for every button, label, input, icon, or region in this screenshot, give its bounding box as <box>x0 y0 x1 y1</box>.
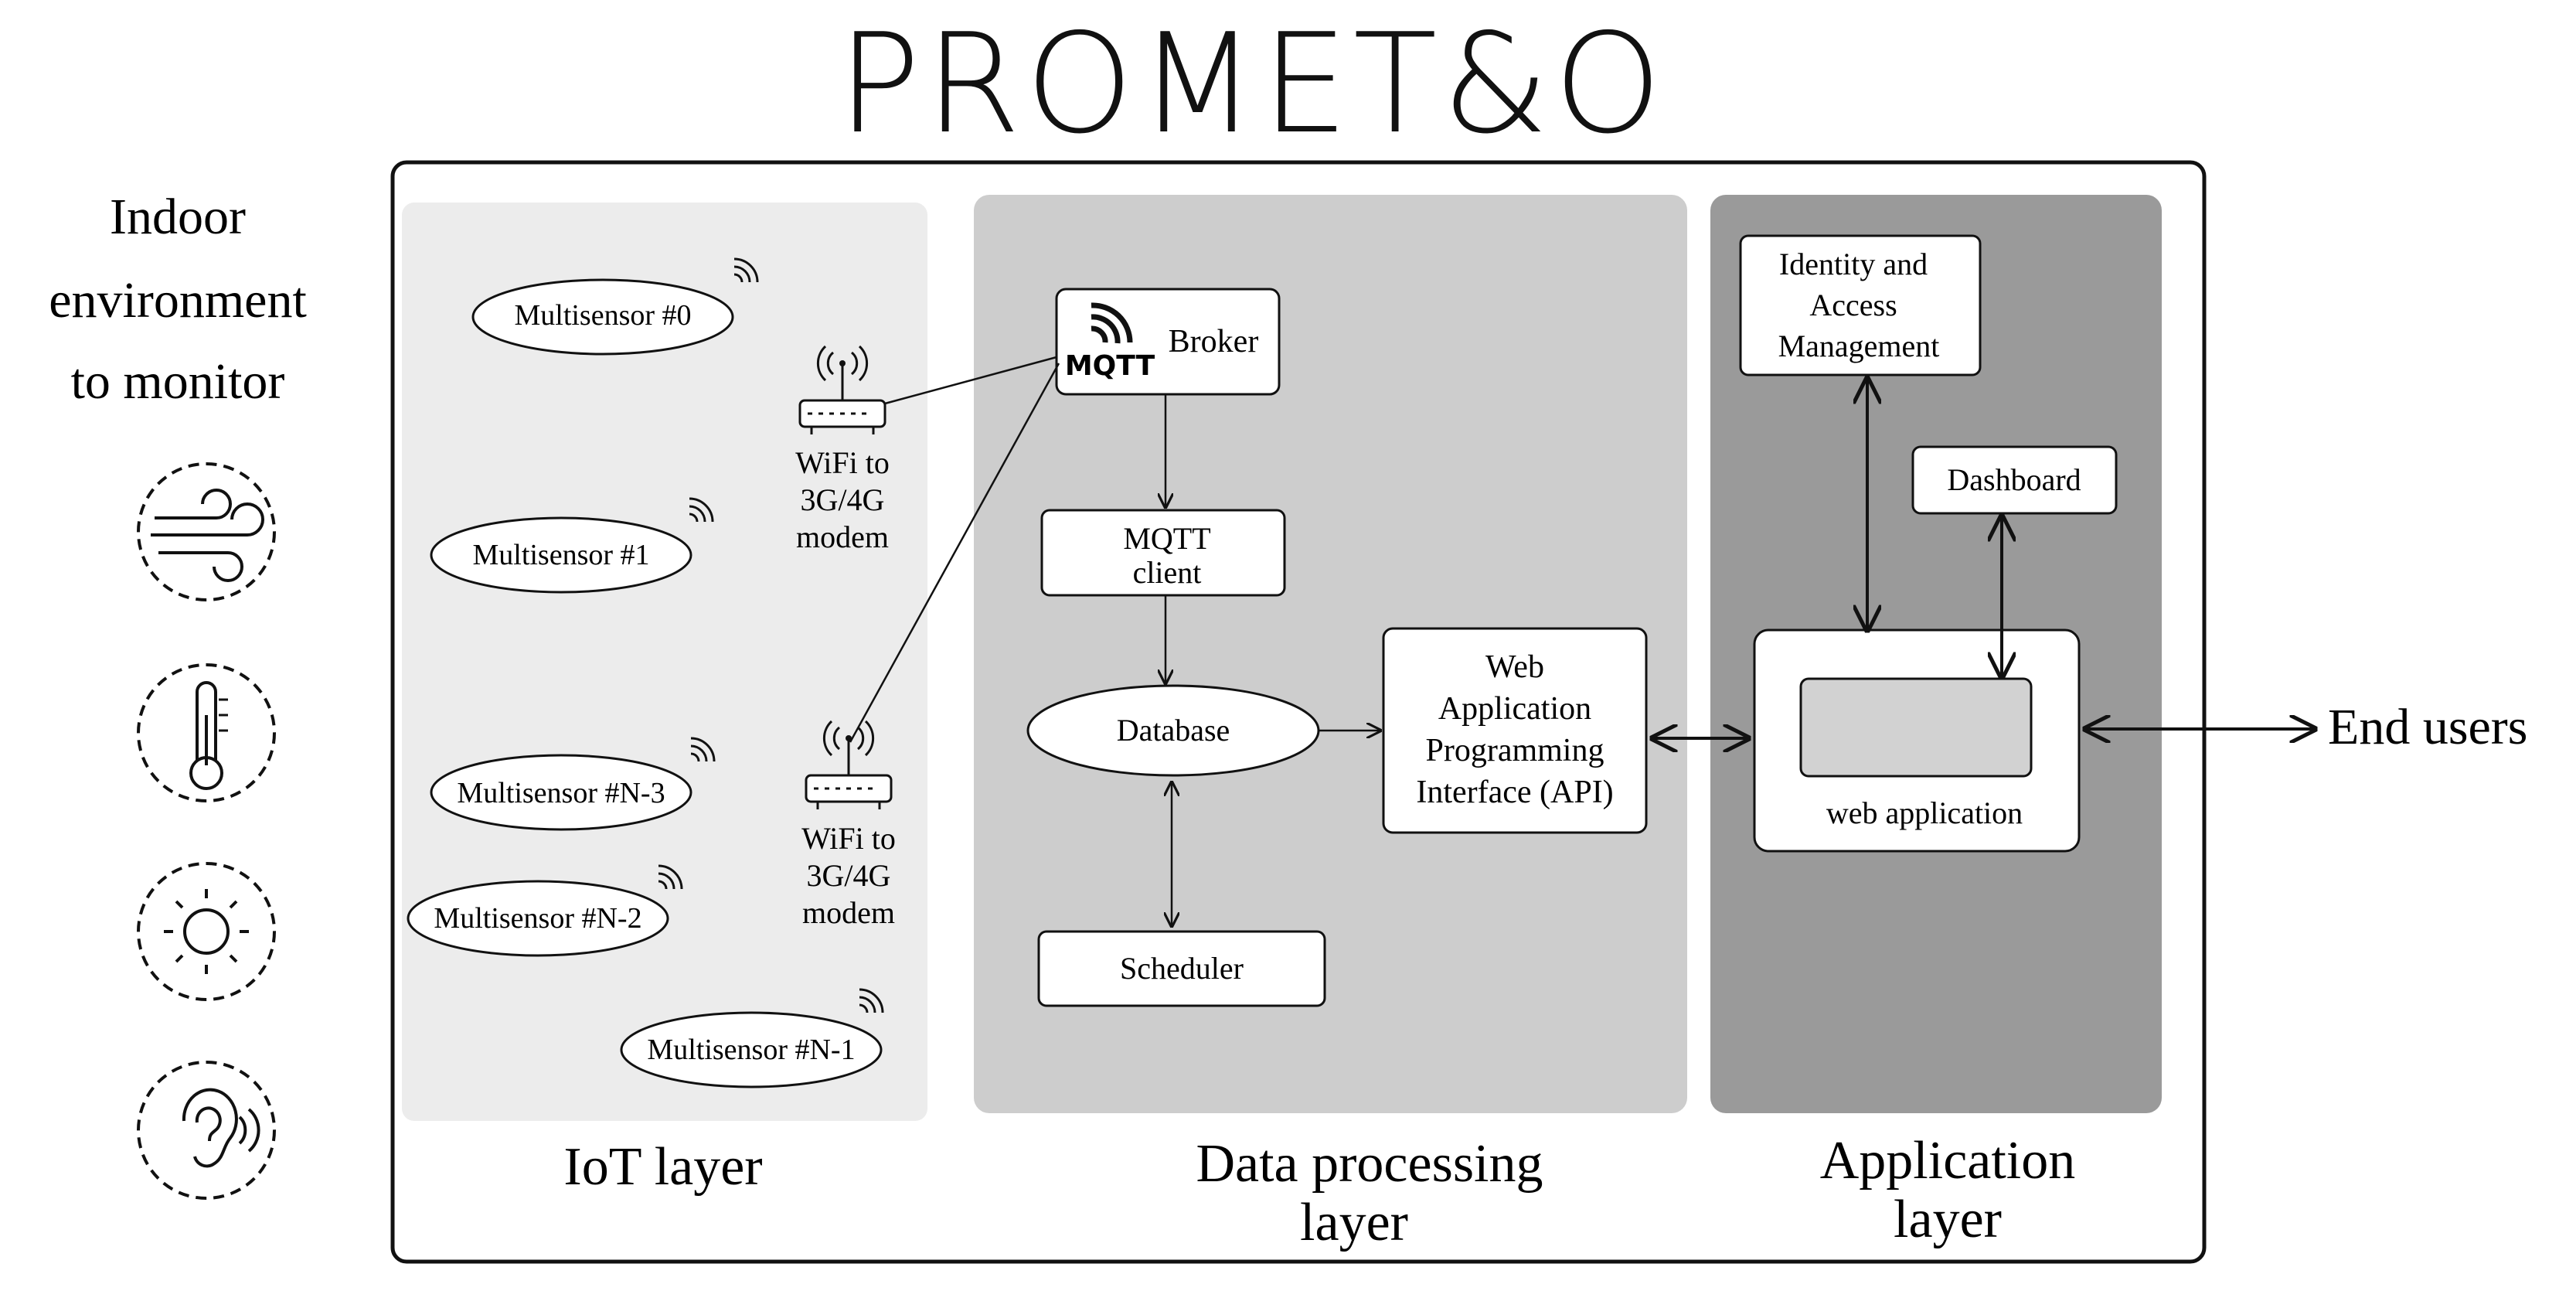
modem-2-line-3: modem <box>802 895 895 930</box>
modem-1-line-2: 3G/4G <box>801 482 885 517</box>
iot-layer: IoT layer Multisensor #0 Multisensor #1 … <box>402 203 927 1197</box>
sensor-1: Multisensor #1 <box>430 497 714 594</box>
data-processing-label-line-2: layer <box>1300 1193 1408 1252</box>
dashboard: Dashboard <box>1911 445 2118 515</box>
mqtt-client-line-2: client <box>1133 555 1202 590</box>
broker-label: Broker <box>1169 324 1259 359</box>
application-label-line-2: layer <box>1894 1190 2002 1249</box>
connections <box>849 356 2315 926</box>
wind-icon <box>137 462 276 601</box>
mqtt-logo-icon: MQTT <box>1065 302 1155 382</box>
mqtt-logo-text: MQTT <box>1065 350 1155 382</box>
modem-1: WiFi to 3G/4G modem <box>795 345 890 554</box>
sensor-n-3: Multisensor #N-3 <box>430 737 716 831</box>
sensor-0-label: Multisensor #0 <box>514 299 691 332</box>
link-modem-2-broker <box>849 363 1060 743</box>
iam-line-1: Identity and <box>1779 247 1928 281</box>
data-processing-panel <box>974 195 1687 1113</box>
web-application: web application <box>1753 628 2081 853</box>
sun-icon <box>137 862 276 1001</box>
modem-2: WiFi to 3G/4G modem <box>801 720 896 930</box>
web-app-label: web application <box>1826 795 2023 830</box>
scheduler: Scheduler <box>1037 930 1326 1007</box>
database-label: Database <box>1117 713 1230 748</box>
data-processing-label-line-1: Data processing <box>1196 1134 1543 1194</box>
web-api: Web Application Programming Interface (A… <box>1382 627 1648 834</box>
sensor-n-1-label: Multisensor #N-1 <box>647 1034 855 1066</box>
left-heading-line-3: to monitor <box>71 353 285 410</box>
sensor-n-2: Multisensor #N-2 <box>407 864 683 957</box>
api-line-3: Programming <box>1426 733 1604 768</box>
mqtt-broker: MQTT Broker <box>1055 288 1281 396</box>
sensor-n-2-label: Multisensor #N-2 <box>434 902 641 935</box>
modem-1-line-3: modem <box>796 519 889 554</box>
thermometer-icon <box>137 663 276 802</box>
sensor-1-label: Multisensor #1 <box>472 539 649 571</box>
identity-access-management: Identity and Access Management <box>1739 234 1982 376</box>
api-line-4: Interface (API) <box>1416 775 1613 810</box>
iam-line-2: Access <box>1809 288 1897 322</box>
database: Database <box>1026 684 1320 777</box>
end-users-label: End users <box>2328 699 2527 755</box>
scheduler-label: Scheduler <box>1120 951 1244 986</box>
dashboard-label: Dashboard <box>1947 462 2081 497</box>
left-heading-line-2: environment <box>49 272 307 329</box>
sensor-0: Multisensor #0 <box>471 257 759 356</box>
application-layer: Application layer Identity and Access Ma… <box>1710 195 2162 1249</box>
modem-2-line-1: WiFi to <box>801 821 896 856</box>
diagram-title: PROMET&O <box>838 4 1667 164</box>
sensor-n-1: Multisensor #N-1 <box>620 988 884 1088</box>
mqtt-client: MQTT client <box>1040 509 1286 597</box>
api-line-1: Web <box>1485 649 1544 685</box>
api-line-2: Application <box>1438 691 1591 727</box>
application-label-line-1: Application <box>1820 1131 2075 1191</box>
web-app-inner-box <box>1799 677 2033 778</box>
left-panel: Indoor environment to monitor <box>49 189 307 1200</box>
link-modem-1-broker <box>884 356 1057 405</box>
mqtt-client-line-1: MQTT <box>1123 521 1210 556</box>
iam-line-3: Management <box>1778 329 1940 363</box>
left-heading-line-1: Indoor <box>110 189 246 245</box>
sensor-n-3-label: Multisensor #N-3 <box>457 777 665 809</box>
iot-layer-label: IoT layer <box>563 1137 762 1197</box>
modem-2-line-2: 3G/4G <box>807 858 891 893</box>
ear-sound-icon <box>137 1061 276 1200</box>
modem-1-line-1: WiFi to <box>795 445 890 480</box>
data-processing-layer: Data processing layer MQTT Broker MQTT c… <box>974 195 1687 1252</box>
